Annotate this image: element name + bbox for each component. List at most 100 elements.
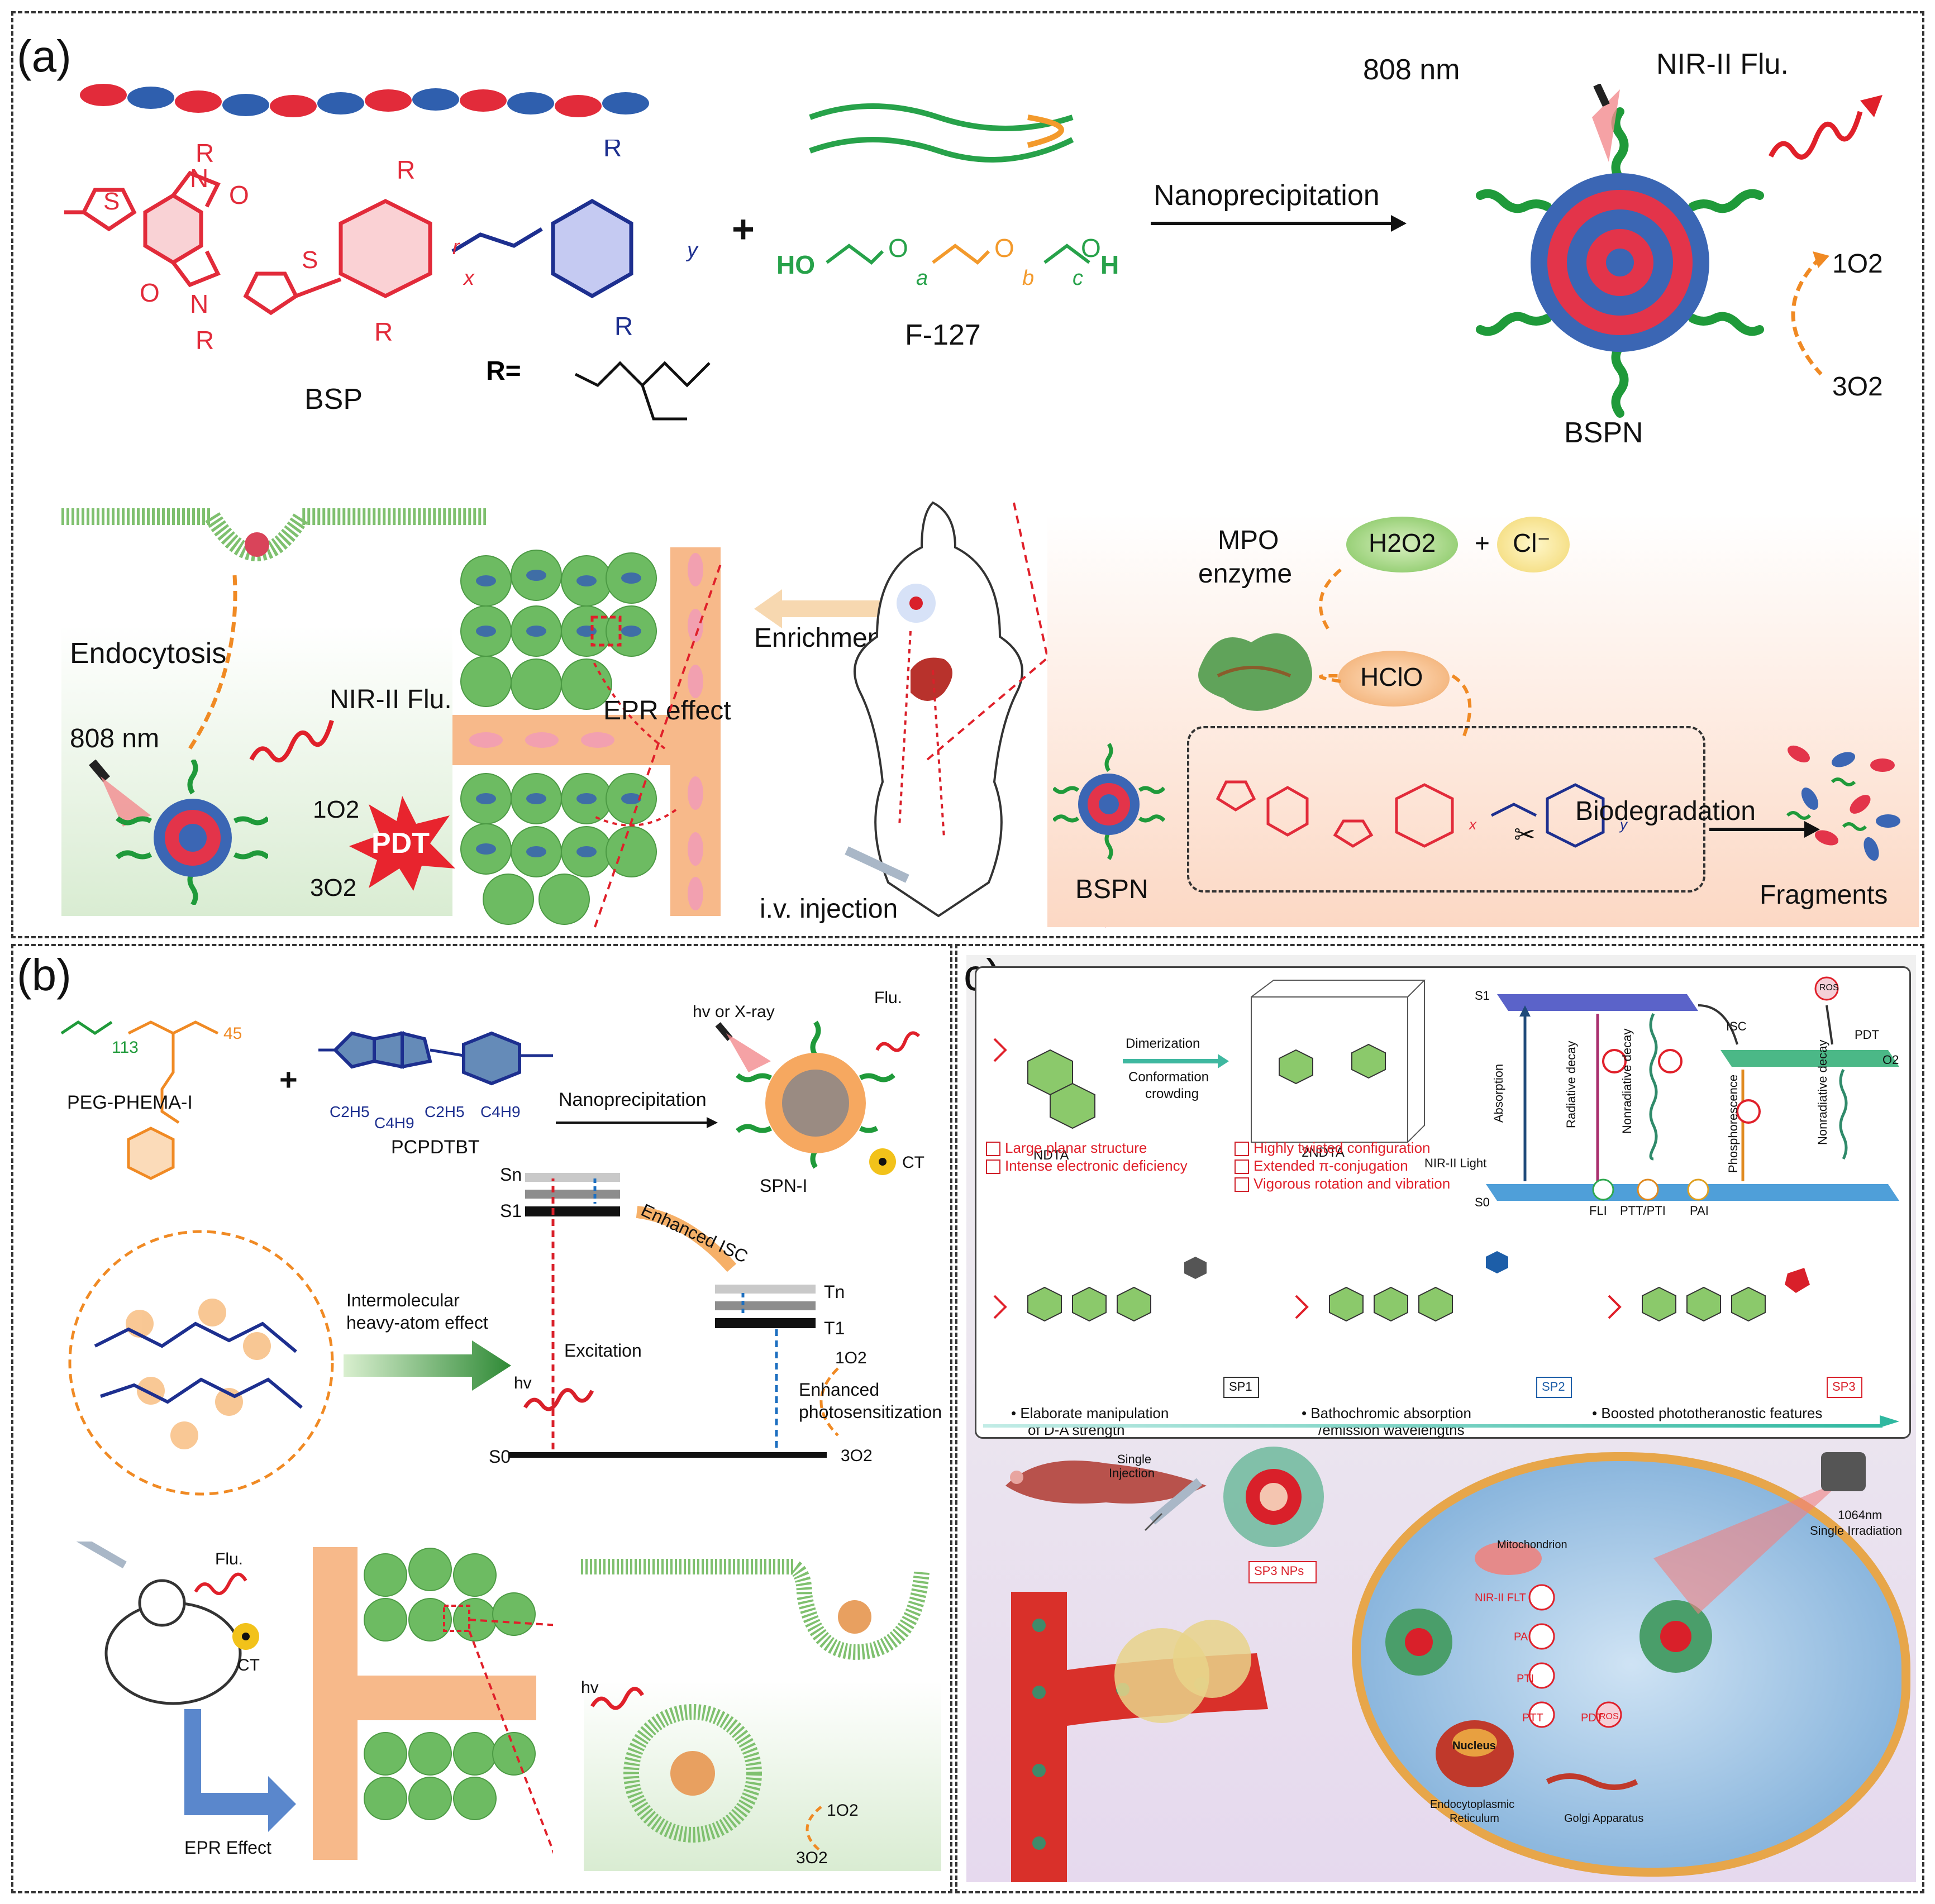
c-fli: FLI bbox=[1589, 1204, 1607, 1218]
biodegradation-label: Biodegradation bbox=[1575, 796, 1756, 826]
mpo-arrows bbox=[1319, 568, 1472, 738]
f127-sub-a: a bbox=[916, 266, 928, 290]
c-s1: S1 bbox=[1475, 989, 1490, 1003]
irradiation-1: 1064nm bbox=[1838, 1508, 1882, 1522]
c-nonradiative2: Nonradiative decay bbox=[1815, 1039, 1829, 1145]
mouse-figure bbox=[845, 501, 1023, 918]
flu-b-label: Flu. bbox=[874, 989, 903, 1007]
pdt-label: PDT bbox=[371, 827, 430, 860]
f127-label: F-127 bbox=[905, 319, 981, 351]
c-pdt: PDT bbox=[1855, 1028, 1879, 1042]
dimerization-label: Dimerization bbox=[1126, 1036, 1200, 1051]
bspn-nir-flu: NIR-II Flu. bbox=[1656, 48, 1789, 80]
polymer-dashed-box bbox=[1187, 726, 1705, 893]
heavy-atom-arrow bbox=[344, 1340, 511, 1391]
bullet-1a: • Elaborate manipulation bbox=[1011, 1405, 1169, 1421]
pti-label: PTI bbox=[1517, 1673, 1534, 1685]
f127-o1: O bbox=[888, 233, 908, 263]
c-o2: O2 bbox=[1882, 1053, 1899, 1067]
ndta-molecule bbox=[993, 1038, 1095, 1129]
jb-excitation: Excitation bbox=[564, 1340, 642, 1361]
bsp-structure: R N O O N R S S R R x r R R y R= bbox=[64, 140, 711, 421]
sp1-label: SP1 bbox=[1229, 1380, 1252, 1394]
c-pai: PAI bbox=[1690, 1204, 1709, 1218]
c-isc: ISC bbox=[1726, 1019, 1747, 1033]
plus-b: + bbox=[279, 1062, 298, 1097]
c-s0: S0 bbox=[1475, 1195, 1490, 1209]
polymer-small: x y ✂ bbox=[1216, 780, 1628, 849]
bspn-3o2: 3O2 bbox=[1832, 372, 1883, 402]
nir-flu-label-2: NIR-II Flu. bbox=[330, 685, 452, 714]
cl-oval bbox=[1497, 517, 1570, 572]
endo-1o2: 1O2 bbox=[313, 796, 360, 823]
conformation-label: Conformation bbox=[1128, 1070, 1209, 1085]
bsp-o2: O bbox=[140, 278, 160, 307]
c-absorption: Absorption bbox=[1491, 1063, 1505, 1123]
c-phosphorescence: Phosphorescence bbox=[1726, 1074, 1740, 1173]
endocytosis-label: Endocytosis bbox=[70, 637, 227, 670]
intermolecular-label-1: Intermolecular bbox=[346, 1290, 460, 1310]
red-diagonal-lines bbox=[594, 502, 1107, 928]
hv-xray-label: hv or X-ray bbox=[693, 1003, 775, 1021]
nanoprecipitation-arrow bbox=[1151, 215, 1407, 232]
f127-sub-b: b bbox=[1022, 266, 1034, 290]
ct-b-label: CT bbox=[902, 1153, 924, 1172]
mpo-box bbox=[1047, 514, 1919, 927]
bspn-small-right bbox=[1053, 743, 1165, 860]
cell-membrane-box-b bbox=[584, 1681, 941, 1871]
irradiation-beam bbox=[1653, 1452, 1866, 1614]
bsp-r1: R bbox=[196, 140, 214, 168]
f127-o3: O bbox=[1081, 233, 1101, 263]
b2-1o2: 1O2 bbox=[827, 1801, 859, 1820]
panel-a-label: (a) bbox=[17, 31, 72, 81]
er-label-1: Endocytoplasmic bbox=[1430, 1798, 1515, 1811]
poly-sub-x: x bbox=[1468, 816, 1477, 833]
pcpdtbt-c2h5-1: C2H5 bbox=[330, 1103, 370, 1120]
jb-tn: Tn bbox=[824, 1282, 845, 1302]
peg-n45: 45 bbox=[223, 1024, 242, 1043]
nucleus-label: Nucleus bbox=[1452, 1740, 1496, 1752]
jb-s1: S1 bbox=[500, 1201, 522, 1221]
blood-vessel bbox=[1011, 1592, 1268, 1882]
pdt-star bbox=[349, 796, 455, 891]
peg-phema-label: PEG-PHEMA-I bbox=[67, 1092, 193, 1113]
feature-5: Vigorous rotation and vibration bbox=[1235, 1175, 1450, 1192]
2ndta-label: 2NDTA bbox=[1302, 1145, 1345, 1160]
sp2-box bbox=[1536, 1377, 1572, 1398]
nir-flt-label: NIR-II FLT bbox=[1475, 1592, 1526, 1604]
bsp-ro-bot: R bbox=[374, 317, 393, 346]
crowding-label: crowding bbox=[1145, 1086, 1199, 1101]
2ndta-box bbox=[1251, 980, 1426, 1143]
syringe-c bbox=[1144, 1478, 1203, 1531]
bsp-sub-x: x bbox=[463, 266, 475, 290]
epr-arrow-b bbox=[184, 1709, 296, 1832]
dimerization-arrow bbox=[1123, 1054, 1229, 1068]
bsp-label: BSP bbox=[304, 383, 363, 416]
flu-b2-label: Flu. bbox=[215, 1550, 244, 1568]
panel-c bbox=[955, 944, 1924, 1893]
c-ptt-pti: PTT/PTI bbox=[1620, 1204, 1666, 1218]
bsp-bead-chain bbox=[80, 84, 649, 117]
nano-b-label: Nanoprecipitation bbox=[559, 1089, 707, 1110]
fragments-cluster bbox=[1786, 745, 1900, 861]
ptt-label: PTT bbox=[1522, 1712, 1543, 1724]
pcpdtbt-c2h5-2: C2H5 bbox=[425, 1103, 465, 1120]
spni-label: SPN-I bbox=[760, 1176, 808, 1196]
jablonski-c bbox=[1486, 976, 1899, 1201]
bspn-label: BSPN bbox=[1564, 417, 1643, 449]
pcpdtbt-structure: C2H5 C4H9 C2H5 C4H9 bbox=[318, 1031, 553, 1132]
jb-enh1: Enhanced bbox=[799, 1380, 880, 1400]
f127-chains bbox=[809, 103, 1074, 163]
c-nonradiative: Nonradiative decay bbox=[1620, 1028, 1634, 1134]
nano-b-arrow bbox=[556, 1117, 718, 1128]
sp3-np-big bbox=[1223, 1447, 1324, 1547]
mouse-b bbox=[74, 1542, 259, 1705]
bspn-1o2: 1O2 bbox=[1832, 249, 1883, 279]
jb-s0: S0 bbox=[489, 1447, 511, 1467]
c-radiative: Radiative decay bbox=[1564, 1041, 1578, 1128]
sp3nps-label: SP3 NPs bbox=[1254, 1564, 1304, 1578]
f127-o2: O bbox=[994, 233, 1014, 263]
endo-3o2: 3O2 bbox=[310, 874, 357, 901]
sp-gradient-arrow bbox=[983, 1415, 1899, 1428]
cl-label: Cl⁻ bbox=[1513, 528, 1551, 557]
